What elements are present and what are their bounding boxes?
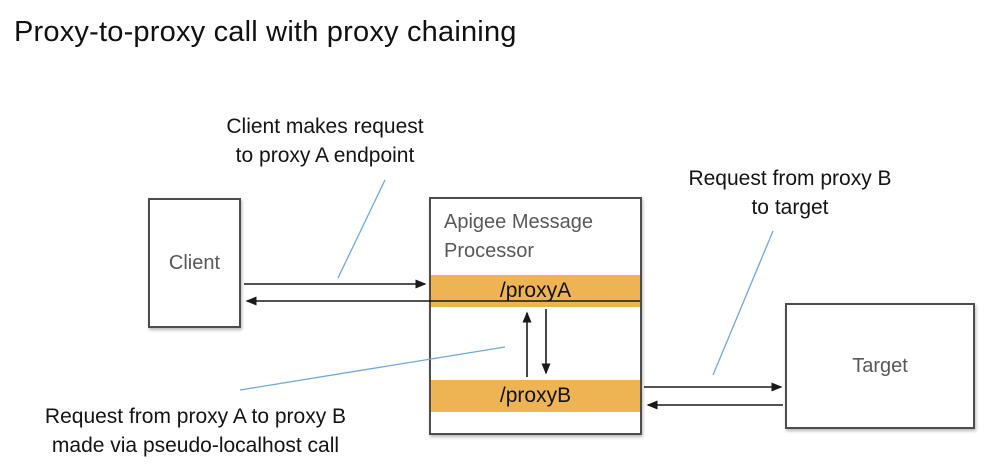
annotation-line: Request from proxy B — [688, 167, 892, 190]
annotation-client-request: Client makes request to proxy A endpoint — [185, 112, 465, 170]
leader-line-client-annotation — [337, 179, 386, 279]
annotation-line: Client makes request — [226, 115, 424, 138]
leader-line-target-annotation — [712, 230, 774, 376]
diagram-title: Proxy-to-proxy call with proxy chaining — [14, 16, 517, 48]
proxy-b-bar: /proxyB — [431, 380, 640, 412]
annotation-line: Request from proxy A to proxy B — [44, 405, 347, 428]
message-processor-label-line: Apigee Message — [444, 211, 593, 233]
annotation-proxyb-to-target: Request from proxy B to target — [650, 164, 930, 222]
message-processor-label: Apigee Message Processor — [444, 208, 593, 266]
annotation-line: to target — [751, 196, 829, 219]
target-box: Target — [785, 303, 975, 429]
annotation-line: to proxy A endpoint — [235, 144, 415, 167]
annotation-proxya-to-proxyb: Request from proxy A to proxy B made via… — [8, 402, 383, 460]
proxy-a-label: /proxyA — [499, 279, 572, 302]
proxy-a-bar: /proxyA — [431, 275, 640, 307]
proxy-b-label: /proxyB — [499, 384, 572, 407]
client-box: Client — [148, 198, 241, 328]
target-label: Target — [852, 354, 908, 377]
client-label: Client — [168, 251, 221, 274]
message-processor-box: Apigee Message Processor /proxyA /proxyB — [429, 197, 642, 435]
message-processor-label-line: Processor — [444, 240, 535, 262]
annotation-line: made via pseudo-localhost call — [51, 434, 340, 457]
